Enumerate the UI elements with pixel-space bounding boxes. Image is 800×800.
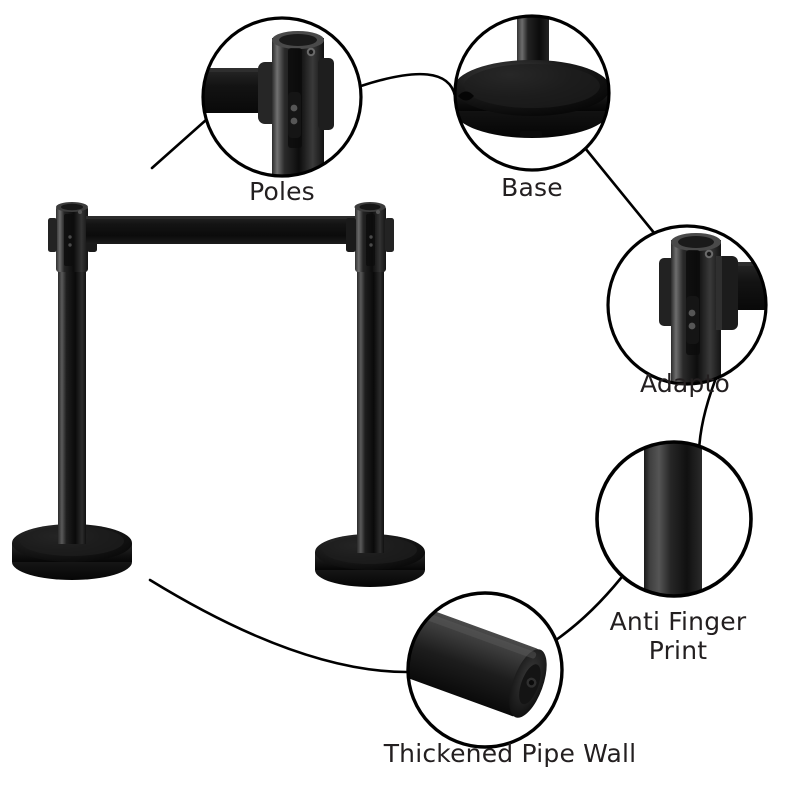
- thickened-pipe-wall-detail-art: [408, 593, 562, 747]
- callout-label-adaptor: Adapto: [639, 369, 731, 398]
- poles-detail-art: [203, 18, 361, 176]
- stanchion-left: [12, 202, 132, 580]
- callout-label-thickened-pipe-wall: Thickened Pipe Wall: [383, 739, 637, 768]
- callout-label-poles: Poles: [249, 177, 315, 206]
- stanchion-right: [315, 202, 425, 587]
- connector-poles-to-product: [150, 118, 208, 170]
- connector-pipewall-to-product-base: [148, 578, 409, 674]
- anti-finger-print-detail-art: [597, 442, 751, 596]
- adaptor-detail-art: [608, 226, 766, 384]
- connector-base-to-adaptor: [583, 146, 657, 236]
- callout-label-anti-finger-print: Anti Finger Print: [609, 607, 747, 665]
- connector-antifinger-to-pipewall: [554, 576, 623, 642]
- callout-label-base: Base: [501, 173, 563, 202]
- connector-poles-to-base: [359, 72, 457, 98]
- base-detail-art: [455, 16, 609, 170]
- retractable-belt: [86, 216, 360, 244]
